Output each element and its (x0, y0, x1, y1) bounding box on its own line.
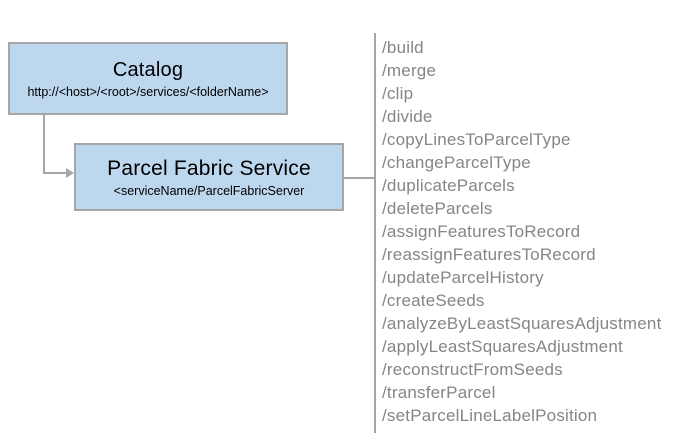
endpoint-item: /setParcelLineLabelPosition (382, 406, 598, 425)
endpoint-item: /analyzeByLeastSquaresAdjustment (382, 314, 662, 333)
endpoint-item: /assignFeaturesToRecord (382, 222, 581, 241)
endpoint-item: /changeParcelType (382, 153, 531, 172)
endpoint-item: /updateParcelHistory (382, 268, 544, 287)
endpoint-item: /reconstructFromSeeds (382, 360, 563, 379)
endpoint-item: /merge (382, 61, 437, 80)
endpoint-item: /divide (382, 107, 433, 126)
service-title: Parcel Fabric Service (107, 156, 311, 180)
endpoint-item: /deleteParcels (382, 199, 493, 218)
endpoint-item: /applyLeastSquaresAdjustment (382, 337, 623, 356)
elbow-connector-vertical (43, 115, 45, 173)
parcel-fabric-service-node: Parcel Fabric Service <serviceName/Parce… (74, 143, 344, 211)
endpoint-list: /build/merge/clip/divide/copyLinesToParc… (382, 36, 662, 427)
catalog-node: Catalog http://<host>/<root>/services/<f… (8, 42, 288, 115)
arrowhead-icon (66, 168, 74, 178)
elbow-connector-horizontal (43, 172, 68, 174)
endpoint-item: /duplicateParcels (382, 176, 515, 195)
endpoint-item: /build (382, 38, 424, 57)
endpoint-list-divider (374, 33, 376, 433)
service-url-template: <serviceName/ParcelFabricServer (113, 183, 305, 198)
service-endpoints-connector (344, 177, 375, 179)
endpoint-item: /createSeeds (382, 291, 485, 310)
endpoint-item: /reassignFeaturesToRecord (382, 245, 596, 264)
endpoint-item: /transferParcel (382, 383, 496, 402)
catalog-title: Catalog (112, 59, 184, 81)
endpoint-item: /clip (382, 84, 414, 103)
endpoint-item: /copyLinesToParcelType (382, 130, 571, 149)
catalog-url-template: http://<host>/<root>/services/<folderNam… (27, 85, 269, 99)
